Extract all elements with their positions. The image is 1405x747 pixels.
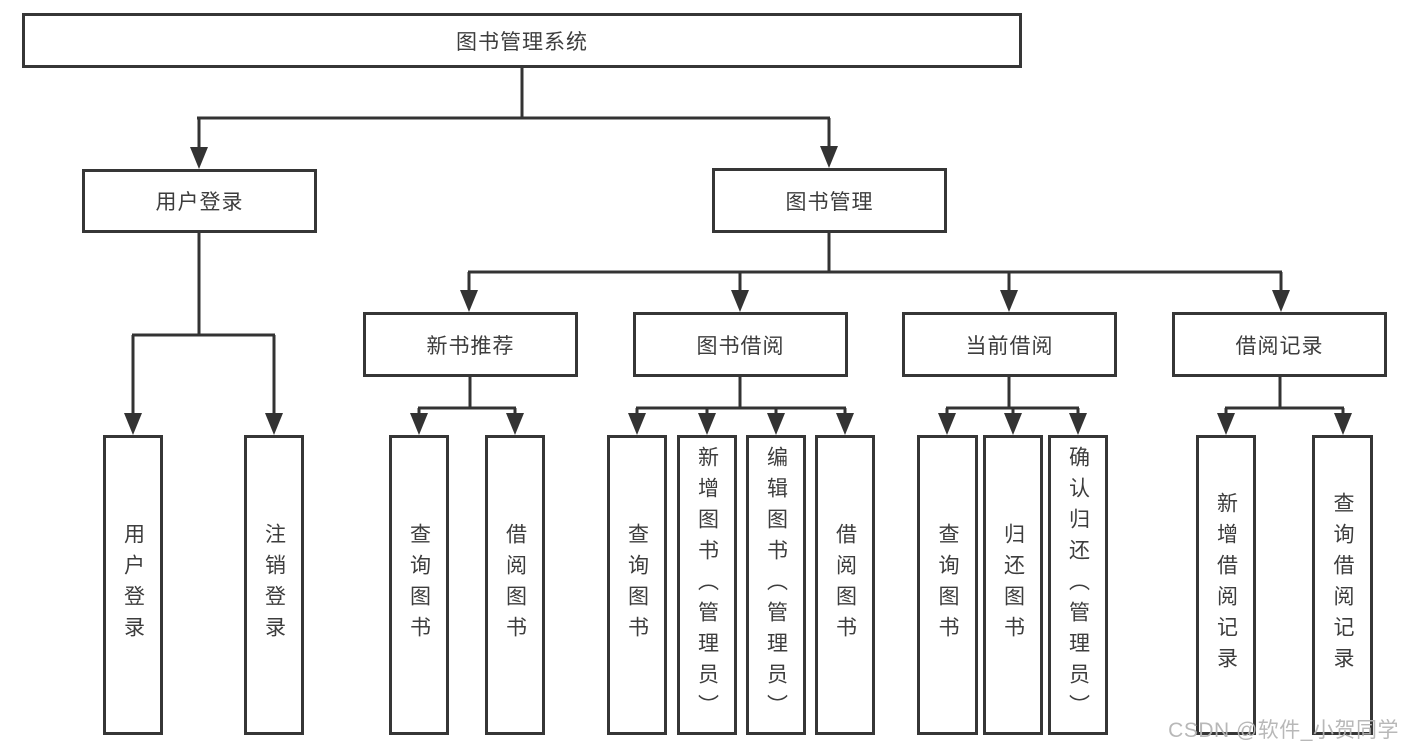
leaf-query-books-borrow: 查询图书 [607,435,667,735]
connector-book-borrow-branch [628,377,854,435]
node-new-book-recommend: 新书推荐 [363,312,578,377]
leaf-logout-label: 注销登录 [262,523,286,647]
leaf-borrow-books: 借阅图书 [815,435,875,735]
leaf-return-books: 归还图书 [983,435,1043,735]
node-book-borrow-label: 图书借阅 [696,334,785,358]
leaf-query-books-recommend-label: 查询图书 [407,523,431,647]
leaf-query-books-borrow-label: 查询图书 [625,523,649,647]
leaf-borrow-books-label: 借阅图书 [833,523,857,647]
leaf-edit-book-admin-label: 编辑图书（管理员） [764,445,788,725]
leaf-confirm-return-admin: 确认归还（管理员） [1048,435,1108,735]
leaf-query-books-current: 查询图书 [917,435,978,735]
leaf-add-book-admin: 新增图书（管理员） [677,435,737,735]
node-book-borrow: 图书借阅 [633,312,848,377]
node-root: 图书管理系统 [22,13,1022,68]
connector-book-management-branch [460,233,1290,312]
leaf-query-books-recommend: 查询图书 [389,435,449,735]
leaf-add-book-admin-label: 新增图书（管理员） [695,445,719,725]
node-root-label: 图书管理系统 [456,30,588,54]
connector-root-to-level2 [190,68,838,169]
leaf-user-login: 用户登录 [103,435,163,735]
leaf-borrow-books-recommend: 借阅图书 [485,435,545,735]
node-book-management-label: 图书管理 [785,190,874,214]
leaf-logout: 注销登录 [244,435,304,735]
connector-new-book-branch [410,377,524,435]
node-user-login-label: 用户登录 [155,191,244,214]
node-user-login: 用户登录 [82,169,317,233]
connector-user-login-branch [124,233,283,435]
node-current-borrow: 当前借阅 [902,312,1117,377]
connector-borrow-records-branch [1217,377,1352,435]
leaf-add-borrow-record-label: 新增借阅记录 [1214,492,1238,678]
leaf-user-login-label: 用户登录 [121,523,145,647]
node-borrow-records-label: 借阅记录 [1235,334,1324,358]
node-new-book-recommend-label: 新书推荐 [426,334,515,358]
watermark-text: CSDN @软件_小贺同学 [1168,719,1399,742]
leaf-return-books-label: 归还图书 [1001,523,1025,647]
connector-current-borrow-branch [938,377,1087,435]
leaf-confirm-return-admin-label: 确认归还（管理员） [1066,445,1090,725]
leaf-add-borrow-record: 新增借阅记录 [1196,435,1256,735]
node-current-borrow-label: 当前借阅 [965,334,1054,358]
leaf-edit-book-admin: 编辑图书（管理员） [746,435,806,735]
node-borrow-records: 借阅记录 [1172,312,1387,377]
leaf-query-books-current-label: 查询图书 [936,523,959,647]
node-book-management: 图书管理 [712,168,947,233]
leaf-query-borrow-record: 查询借阅记录 [1312,435,1373,735]
leaf-query-borrow-record-label: 查询借阅记录 [1331,492,1354,678]
leaf-borrow-books-recommend-label: 借阅图书 [503,523,527,647]
